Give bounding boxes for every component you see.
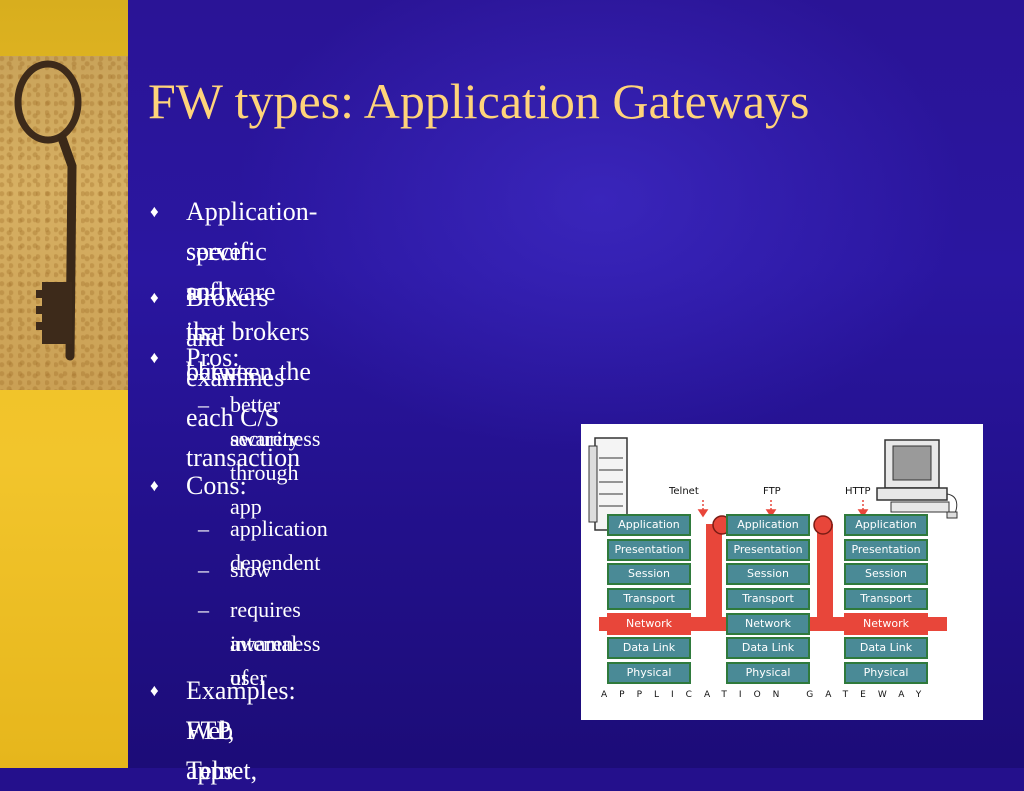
sub-bullet-text: slow (230, 557, 272, 582)
sub-bullet-text: application dependent (230, 516, 328, 575)
protocol-label-ftp: FTP (763, 486, 781, 497)
layer-transport: Transport (844, 588, 928, 610)
bullet-text: Pros: (186, 343, 240, 372)
layer-session: Session (844, 563, 928, 585)
layer-data-link: Data Link (726, 637, 810, 659)
protocol-arrows (697, 500, 869, 518)
layer-presentation: Presentation (607, 539, 691, 561)
sub-bullet-marker: – (198, 557, 209, 582)
slide-title: FW types: Application Gateways (148, 73, 810, 129)
bullet-text: Application-specific software that broke… (186, 197, 318, 386)
sub-bullet-text: internal user (230, 631, 298, 690)
layer-physical: Physical (726, 662, 810, 684)
bullet-marker: ♦ (150, 681, 159, 700)
gateway-path-right (817, 524, 833, 624)
diagram-caption: APPLICATION GATEWAY (601, 690, 934, 700)
sub-bullet-text: better security through app (230, 392, 300, 519)
gateway-node-right (813, 515, 833, 535)
layer-session: Session (726, 563, 810, 585)
bullet-marker: ♦ (150, 348, 159, 367)
layer-presentation: Presentation (844, 539, 928, 561)
protocol-label-telnet: Telnet (669, 486, 699, 497)
layer-network: Network (844, 613, 928, 635)
bullet-marker: ♦ (150, 202, 159, 221)
bullet-text: Cons: (186, 471, 247, 500)
computer-icon (876, 439, 958, 519)
protocol-label-http: HTTP (845, 486, 871, 497)
bullet-marker: ♦ (150, 288, 159, 307)
gateway-path-left (706, 524, 722, 624)
bullet-text: server and its clients (186, 237, 254, 386)
layer-network: Network (726, 613, 810, 635)
layer-presentation: Presentation (726, 539, 810, 561)
layer-transport: Transport (607, 588, 691, 610)
sub-bullet-marker: – (198, 392, 209, 417)
layer-data-link: Data Link (844, 637, 928, 659)
layer-transport: Transport (726, 588, 810, 610)
layer-application: Application (607, 514, 691, 536)
bullet-marker: ♦ (150, 476, 159, 495)
decorative-strip (0, 0, 128, 768)
bullet-text: Brokers and examines each C/S transactio… (186, 283, 301, 472)
layer-application: Application (726, 514, 810, 536)
layer-physical: Physical (607, 662, 691, 684)
sub-bullet-marker: – (198, 516, 209, 541)
sub-bullet-marker: – (198, 597, 209, 622)
layer-application: Application (844, 514, 928, 536)
layer-session: Session (607, 563, 691, 585)
bullet-text: Web apps (186, 716, 234, 785)
sub-bullet-text: awareness (230, 426, 321, 451)
layer-network: Network (607, 613, 691, 635)
layer-physical: Physical (844, 662, 928, 684)
layer-data-link: Data Link (607, 637, 691, 659)
key-icon (14, 60, 82, 361)
sub-bullet-text: requires awareness of (230, 597, 321, 690)
application-gateway-diagram: Telnet FTP HTTP Application Presentation… (581, 424, 983, 720)
